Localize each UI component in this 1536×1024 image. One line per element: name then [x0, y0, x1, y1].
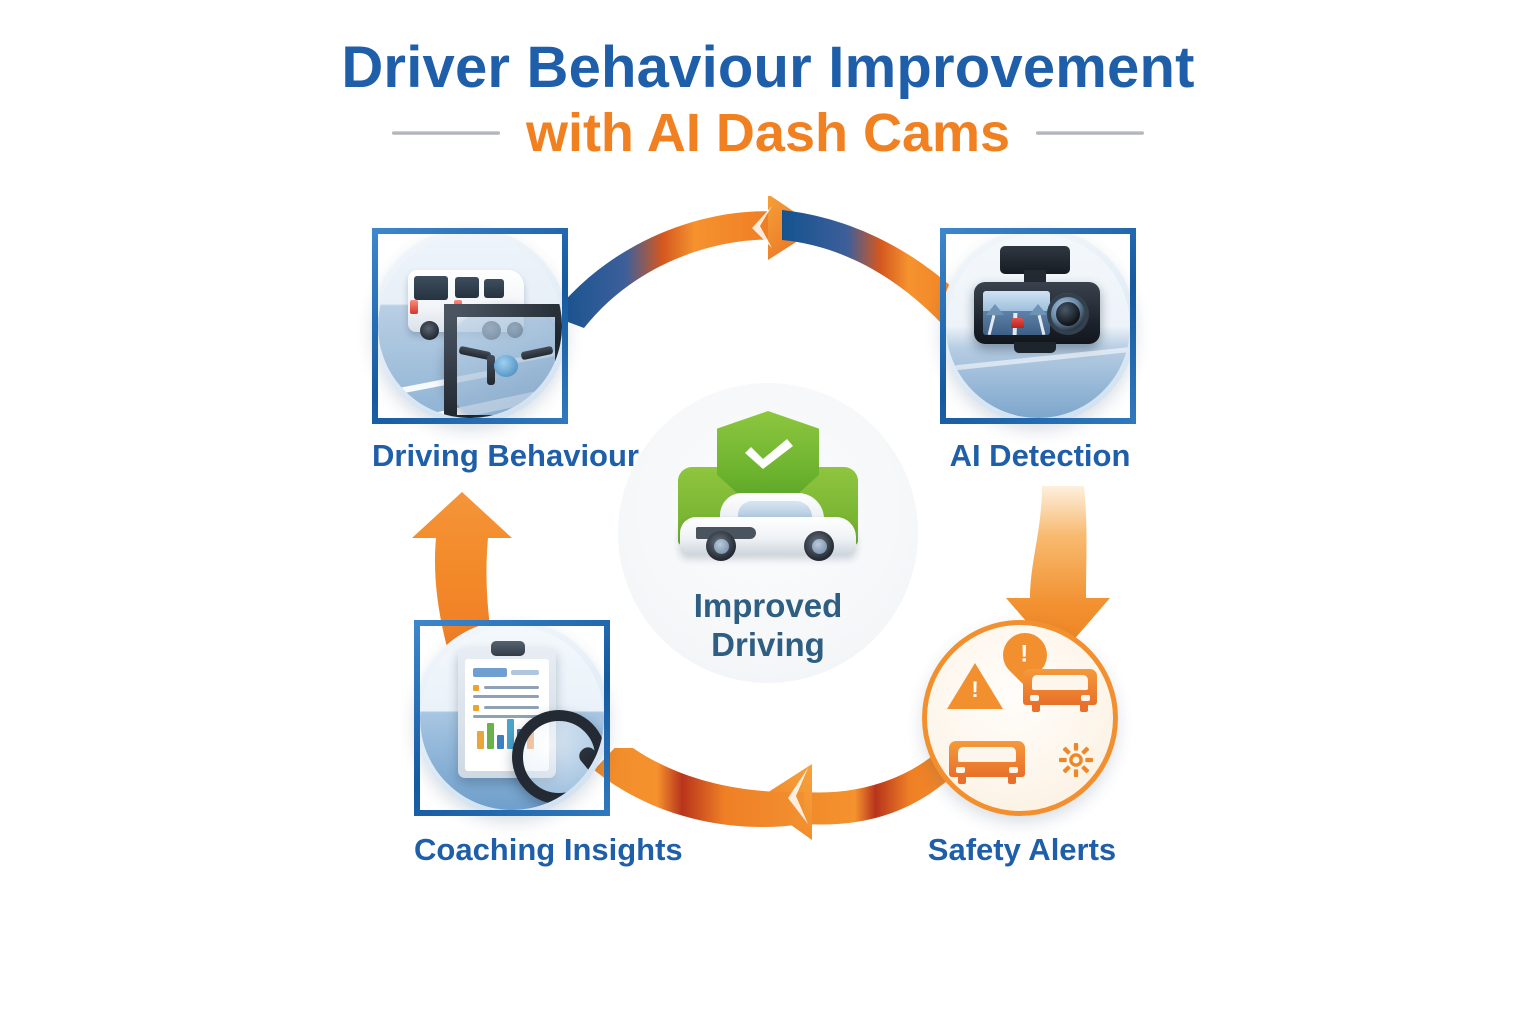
ai-detection-illustration — [940, 228, 1136, 424]
node-driving-behaviour[interactable]: Driving Behaviour — [372, 228, 639, 474]
divider-right — [1036, 131, 1145, 136]
arrow-driving-to-ai — [552, 196, 986, 342]
divider-left — [391, 131, 500, 136]
coaching-insights-illustration — [414, 620, 610, 816]
car-icon — [1023, 669, 1097, 712]
safety-alerts-illustration — [922, 620, 1118, 816]
node-ai-detection[interactable]: AI Detection — [940, 228, 1140, 474]
magnifier-icon — [512, 710, 604, 804]
detected-car-icon — [1011, 318, 1024, 328]
clipboard-clamp — [491, 641, 525, 656]
bar-chart-icon — [477, 731, 484, 749]
center-hub-label-line2: Driving — [711, 625, 825, 663]
node-ai-detection-label: AI Detection — [949, 438, 1131, 473]
check-icon — [745, 439, 793, 469]
subtitle-row: with AI Dash Cams — [0, 105, 1536, 162]
node-coaching-insights[interactable]: Coaching Insights — [414, 620, 683, 868]
dash-cam-foot — [1014, 342, 1056, 353]
node-driving-behaviour-label: Driving Behaviour — [372, 438, 639, 473]
title-block: Driver Behaviour Improvement with AI Das… — [0, 35, 1536, 162]
dash-cam-screen — [983, 291, 1050, 335]
arrow-safety-to-coaching — [594, 748, 974, 840]
car-icon — [949, 741, 1025, 784]
page-subtitle: with AI Dash Cams — [525, 102, 1011, 163]
node-safety-alerts[interactable]: Safety Alerts — [922, 620, 1122, 868]
car-icon — [680, 491, 856, 561]
driving-behaviour-illustration — [372, 228, 568, 424]
center-hub-label: Improved Driving — [618, 587, 918, 665]
warning-triangle-icon — [947, 663, 1003, 709]
node-coaching-insights-label: Coaching Insights — [414, 832, 683, 867]
center-hub-improved-driving[interactable]: Improved Driving — [618, 383, 918, 683]
center-hub-label-line1: Improved — [693, 587, 843, 624]
steering-wheel-icon — [444, 304, 562, 418]
dash-cam-icon — [974, 282, 1100, 344]
dash-cam-mount-icon — [1000, 246, 1070, 274]
camera-lens-icon — [1047, 293, 1089, 335]
improved-driving-illustration — [618, 383, 918, 573]
node-safety-alerts-label: Safety Alerts — [927, 832, 1117, 867]
gear-icon — [1059, 743, 1093, 777]
page-title: Driver Behaviour Improvement — [341, 35, 1195, 100]
